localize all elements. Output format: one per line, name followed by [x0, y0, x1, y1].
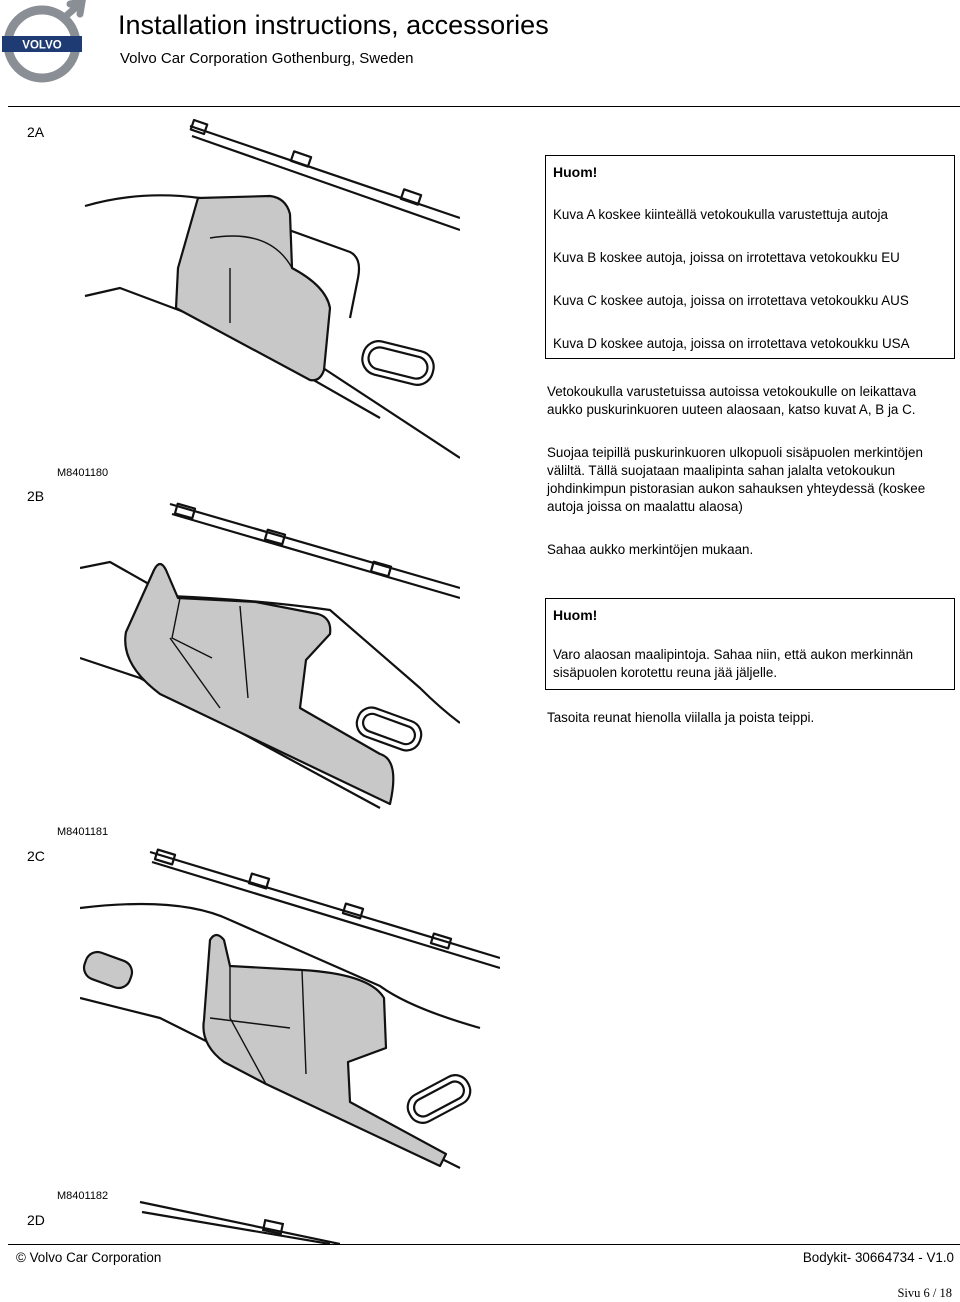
logo-text: VOLVO	[22, 40, 61, 52]
footer-divider	[8, 1244, 960, 1245]
note-box-bottom: Huom! Varo alaosan maalipintoja. Sahaa n…	[545, 598, 955, 690]
figure-id-2a: M8401180	[57, 467, 109, 479]
instruction-paragraph: Vetokoukulla varustetuissa autoissa veto…	[547, 384, 917, 418]
figure-2b-illustration	[80, 498, 460, 820]
note-line: Kuva A koskee kiinteällä vetokoukulla va…	[553, 206, 888, 222]
step-label-2d: 2D	[27, 1212, 45, 1228]
figure-2c-illustration	[80, 848, 500, 1184]
note-title: Huom!	[553, 607, 598, 623]
figure-id-2c: M8401182	[57, 1190, 109, 1202]
document-subtitle: Volvo Car Corporation Gothenburg, Sweden	[120, 50, 414, 67]
footer-document-id: Bodykit- 30664734 - V1.0	[802, 1250, 954, 1265]
figure-2d-illustration	[80, 1200, 340, 1244]
instruction-paragraph: Suojaa teipillä puskurinkuoren ulkopuoli…	[547, 445, 926, 515]
instruction-paragraph: Tasoita reunat hienolla viilalla ja pois…	[547, 710, 815, 725]
step-label-2c: 2C	[27, 848, 45, 864]
step-label-2b: 2B	[27, 488, 45, 504]
note-line: Kuva C koskee autoja, joissa on irrotett…	[553, 292, 909, 308]
note-line: Kuva D koskee autoja, joissa on irrotett…	[553, 336, 910, 352]
figure-2a-illustration	[80, 118, 460, 463]
note-text: Varo alaosan maalipintoja. Sahaa niin, e…	[553, 646, 914, 680]
step-label-2a: 2A	[27, 124, 45, 140]
note-box-top: Huom! Kuva A koskee kiinteällä vetokouku…	[545, 155, 955, 359]
footer-copyright: © Volvo Car Corporation	[16, 1250, 162, 1265]
page-number: Sivu 6 / 18	[897, 1286, 952, 1300]
note-title: Huom!	[553, 164, 598, 180]
document-title: Installation instructions, accessories	[118, 10, 549, 40]
instruction-paragraph: Sahaa aukko merkintöjen mukaan.	[547, 542, 754, 557]
note-line: Kuva B koskee autoja, joissa on irrotett…	[553, 249, 900, 265]
figure-id-2b: M8401181	[57, 826, 109, 838]
volvo-logo: VOLVO	[0, 0, 88, 88]
header-divider	[8, 106, 960, 107]
